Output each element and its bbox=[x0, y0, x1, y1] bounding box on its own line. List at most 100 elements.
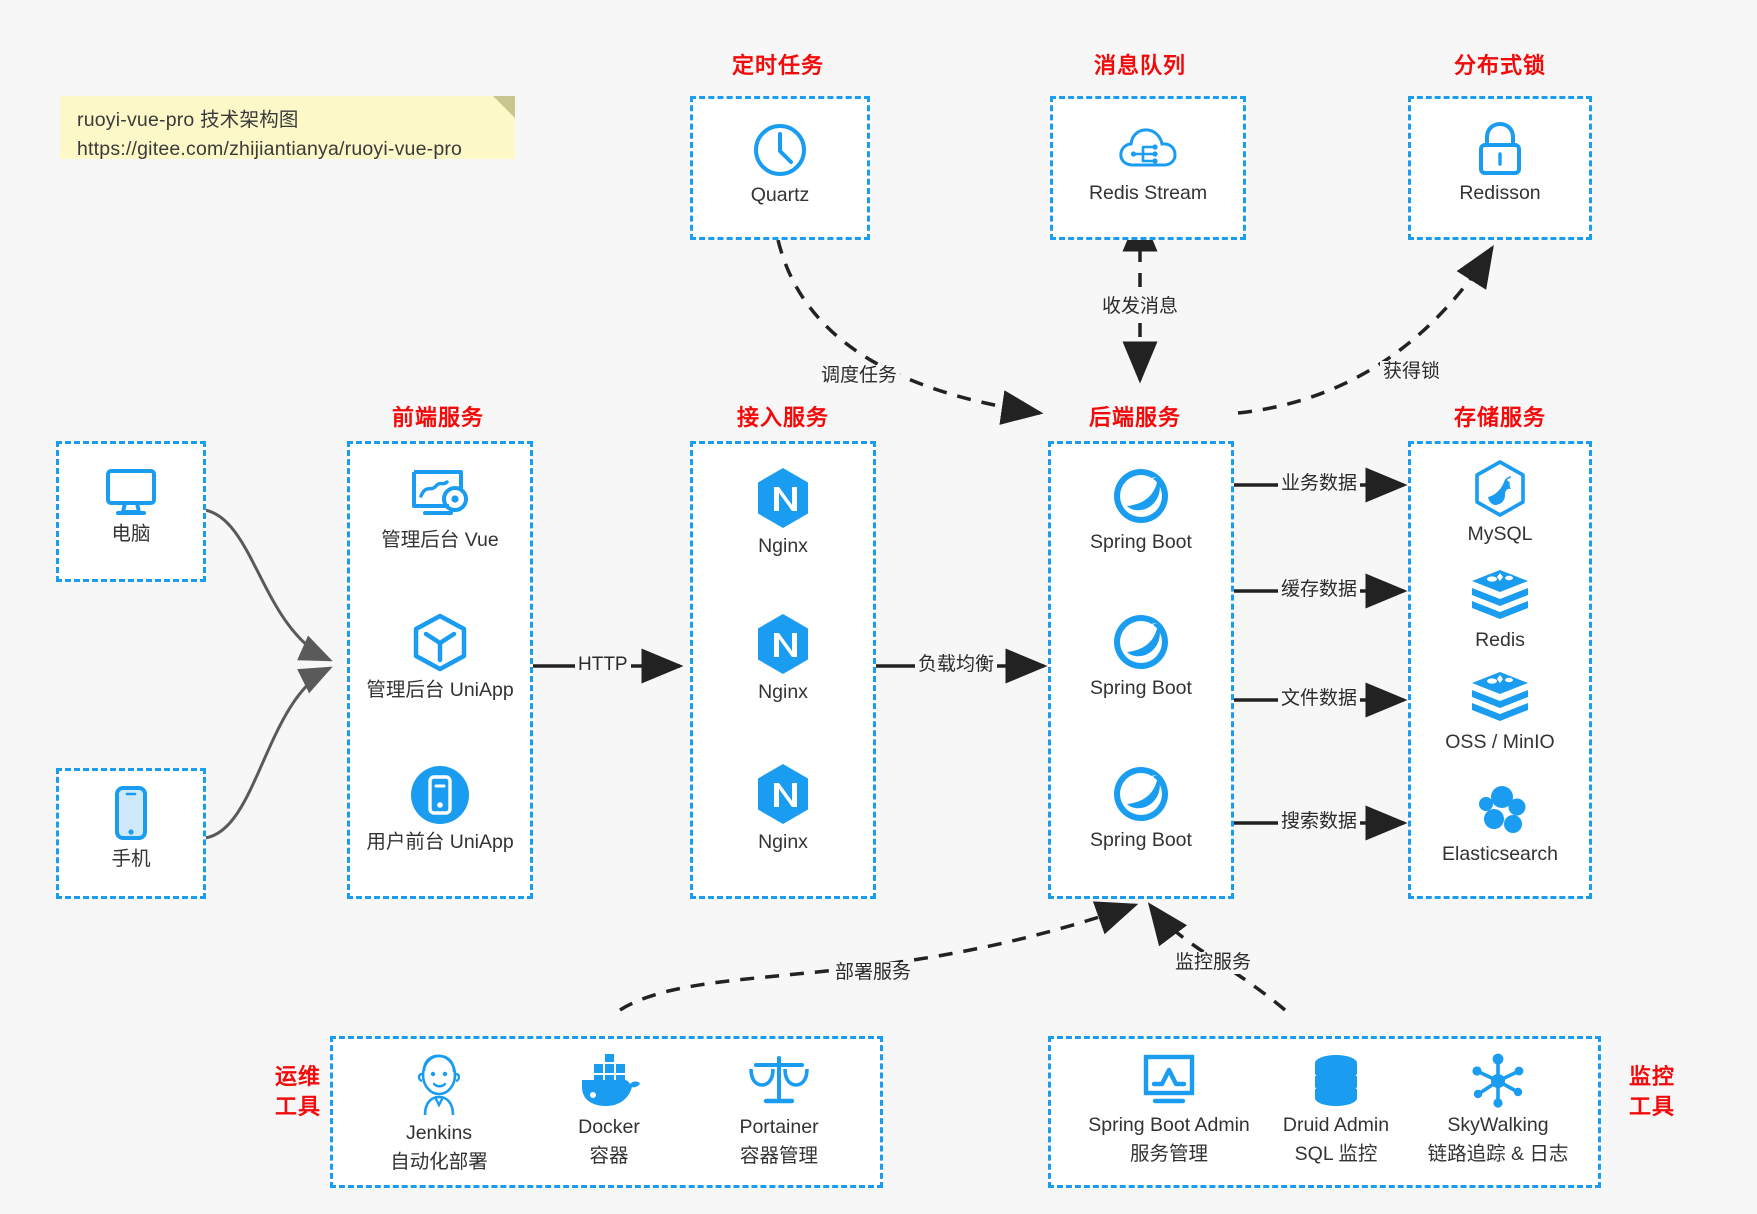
node-spring-boot-2[interactable]: Spring Boot bbox=[1051, 612, 1231, 701]
edge-label-load-balance: 负载均衡 bbox=[915, 654, 998, 676]
node-druid-admin[interactable]: Druid Admin SQL 监控 bbox=[1256, 1053, 1416, 1167]
group-title-devops-line2: 工具 bbox=[274, 1094, 321, 1119]
docker-whale-icon bbox=[582, 1054, 640, 1106]
group-box-distributed-lock[interactable]: Redisson bbox=[1408, 96, 1592, 240]
group-box-message-queue[interactable]: Redis Stream bbox=[1050, 96, 1246, 240]
node-desktop[interactable]: 电脑 bbox=[59, 466, 203, 547]
group-box-client-mobile[interactable]: 手机 bbox=[56, 768, 206, 899]
edge-label-send-receive-message: 收发消息 bbox=[1099, 296, 1182, 318]
node-user-uniapp[interactable]: 用户前台 UniApp bbox=[350, 764, 530, 855]
dashboard-gear-icon bbox=[412, 470, 468, 515]
spring-boot-icon bbox=[1114, 615, 1168, 669]
mysql-dolphin-icon bbox=[1475, 460, 1525, 517]
node-label: Spring Boot bbox=[1090, 829, 1192, 851]
nginx-icon bbox=[758, 614, 808, 674]
group-box-scheduled-task[interactable]: Quartz bbox=[690, 96, 870, 240]
node-admin-uniapp[interactable]: 管理后台 UniApp bbox=[350, 612, 530, 703]
node-redis-stream[interactable]: Redis Stream bbox=[1053, 121, 1243, 206]
node-mobile[interactable]: 手机 bbox=[59, 785, 203, 872]
group-title-monitoring: 监控 工具 bbox=[1612, 1062, 1692, 1122]
nginx-icon bbox=[758, 468, 808, 528]
group-box-client-desktop[interactable]: 电脑 bbox=[56, 441, 206, 582]
nginx-icon bbox=[758, 764, 808, 824]
group-box-gateway[interactable]: Nginx Nginx Nginx bbox=[690, 441, 876, 899]
node-nginx-1[interactable]: Nginx bbox=[693, 466, 873, 559]
redis-stack-icon bbox=[1472, 570, 1528, 619]
node-skywalking[interactable]: SkyWalking 链路追踪 & 日志 bbox=[1403, 1053, 1593, 1167]
note-line-1: ruoyi-vue-pro 技术架构图 bbox=[77, 109, 299, 131]
node-label: MySQL bbox=[1467, 523, 1533, 545]
node-label: OSS / MinIO bbox=[1445, 731, 1555, 753]
clock-icon bbox=[754, 124, 806, 176]
node-label: Docker bbox=[578, 1116, 640, 1138]
note-line-2: https://gitee.com/zhijiantianya/ruoyi-vu… bbox=[77, 138, 463, 160]
node-oss-minio[interactable]: OSS / MinIO bbox=[1411, 670, 1589, 755]
node-label: Jenkins bbox=[405, 1122, 473, 1144]
group-box-devops[interactable]: Jenkins 自动化部署 Docker 容器 bbox=[330, 1036, 883, 1188]
node-redisson[interactable]: Redisson bbox=[1411, 121, 1589, 206]
node-docker[interactable]: Docker 容器 bbox=[529, 1053, 689, 1169]
group-title-frontend: 前端服务 bbox=[391, 405, 484, 430]
group-title-devops: 运维 工具 bbox=[258, 1062, 338, 1122]
jenkins-butler-icon bbox=[417, 1054, 461, 1116]
node-label: Redis Stream bbox=[1088, 182, 1208, 204]
node-spring-boot-1[interactable]: Spring Boot bbox=[1051, 466, 1231, 555]
node-sublabel: 容器 bbox=[589, 1145, 629, 1167]
node-spring-boot-admin[interactable]: Spring Boot Admin 服务管理 bbox=[1069, 1053, 1269, 1167]
node-label: Elasticsearch bbox=[1442, 843, 1558, 865]
note-fold-corner bbox=[493, 96, 515, 118]
group-title-devops-line1: 运维 bbox=[274, 1064, 321, 1089]
edge-label-monitor-service: 监控服务 bbox=[1172, 952, 1255, 974]
node-label: SkyWalking bbox=[1447, 1114, 1549, 1136]
node-label: Portainer bbox=[739, 1116, 819, 1138]
desktop-monitor-icon bbox=[106, 469, 156, 515]
group-title-message-queue: 消息队列 bbox=[1093, 53, 1186, 78]
node-spring-boot-3[interactable]: Spring Boot bbox=[1051, 764, 1231, 853]
node-label: Redis bbox=[1475, 629, 1525, 651]
group-box-storage[interactable]: MySQL Redis OSS / MinIO bbox=[1408, 441, 1592, 899]
node-sublabel: SQL 监控 bbox=[1294, 1143, 1378, 1165]
group-title-gateway: 接入服务 bbox=[736, 405, 829, 430]
node-sublabel: 容器管理 bbox=[739, 1145, 818, 1167]
node-label: Druid Admin bbox=[1282, 1114, 1390, 1136]
node-nginx-2[interactable]: Nginx bbox=[693, 612, 873, 705]
edge-label-deploy-service: 部署服务 bbox=[832, 962, 915, 984]
node-label: 电脑 bbox=[111, 523, 151, 545]
group-box-monitoring[interactable]: Spring Boot Admin 服务管理 Druid Admin SQL 监… bbox=[1048, 1036, 1601, 1188]
group-box-backend[interactable]: Spring Boot Spring Boot Spring Boot bbox=[1048, 441, 1234, 899]
node-label: 用户前台 UniApp bbox=[366, 831, 514, 853]
node-portainer[interactable]: Portainer 容器管理 bbox=[699, 1053, 859, 1169]
edge-label-search-data: 搜索数据 bbox=[1278, 811, 1361, 833]
node-quartz[interactable]: Quartz bbox=[693, 121, 867, 208]
node-label: 手机 bbox=[111, 848, 151, 870]
cube-icon bbox=[413, 613, 467, 672]
group-title-distributed-lock: 分布式锁 bbox=[1453, 53, 1546, 78]
node-admin-vue[interactable]: 管理后台 Vue bbox=[350, 466, 530, 553]
database-cylinder-icon bbox=[1315, 1055, 1357, 1106]
node-label: Nginx bbox=[758, 535, 808, 557]
group-title-storage: 存储服务 bbox=[1453, 405, 1546, 430]
node-label: Spring Boot Admin bbox=[1088, 1114, 1250, 1136]
node-network-icon bbox=[1472, 1053, 1524, 1108]
group-title-backend: 后端服务 bbox=[1088, 405, 1181, 430]
node-jenkins[interactable]: Jenkins 自动化部署 bbox=[359, 1053, 519, 1175]
node-elasticsearch[interactable]: Elasticsearch bbox=[1411, 782, 1589, 867]
node-nginx-3[interactable]: Nginx bbox=[693, 762, 873, 855]
spring-boot-icon bbox=[1114, 469, 1168, 523]
redis-stack-icon bbox=[1472, 672, 1528, 721]
scales-icon bbox=[749, 1056, 809, 1104]
elasticsearch-icon bbox=[1479, 786, 1526, 833]
monitor-chart-icon bbox=[1143, 1054, 1195, 1104]
group-box-frontend[interactable]: 管理后台 Vue 管理后台 UniApp 用户前台 UniApp bbox=[347, 441, 533, 899]
node-mysql[interactable]: MySQL bbox=[1411, 460, 1589, 547]
edge-label-http: HTTP bbox=[575, 654, 631, 676]
edge-label-acquire-lock: 获得锁 bbox=[1380, 361, 1444, 383]
lock-icon bbox=[1479, 121, 1521, 175]
node-redis[interactable]: Redis bbox=[1411, 568, 1589, 653]
group-title-monitoring-line2: 工具 bbox=[1628, 1094, 1675, 1119]
node-sublabel: 链路追踪 & 日志 bbox=[1427, 1143, 1569, 1165]
node-label: 管理后台 UniApp bbox=[366, 679, 514, 701]
group-title-scheduled-task: 定时任务 bbox=[731, 53, 824, 78]
node-label: Quartz bbox=[750, 184, 810, 206]
edge-label-business-data: 业务数据 bbox=[1278, 473, 1361, 495]
